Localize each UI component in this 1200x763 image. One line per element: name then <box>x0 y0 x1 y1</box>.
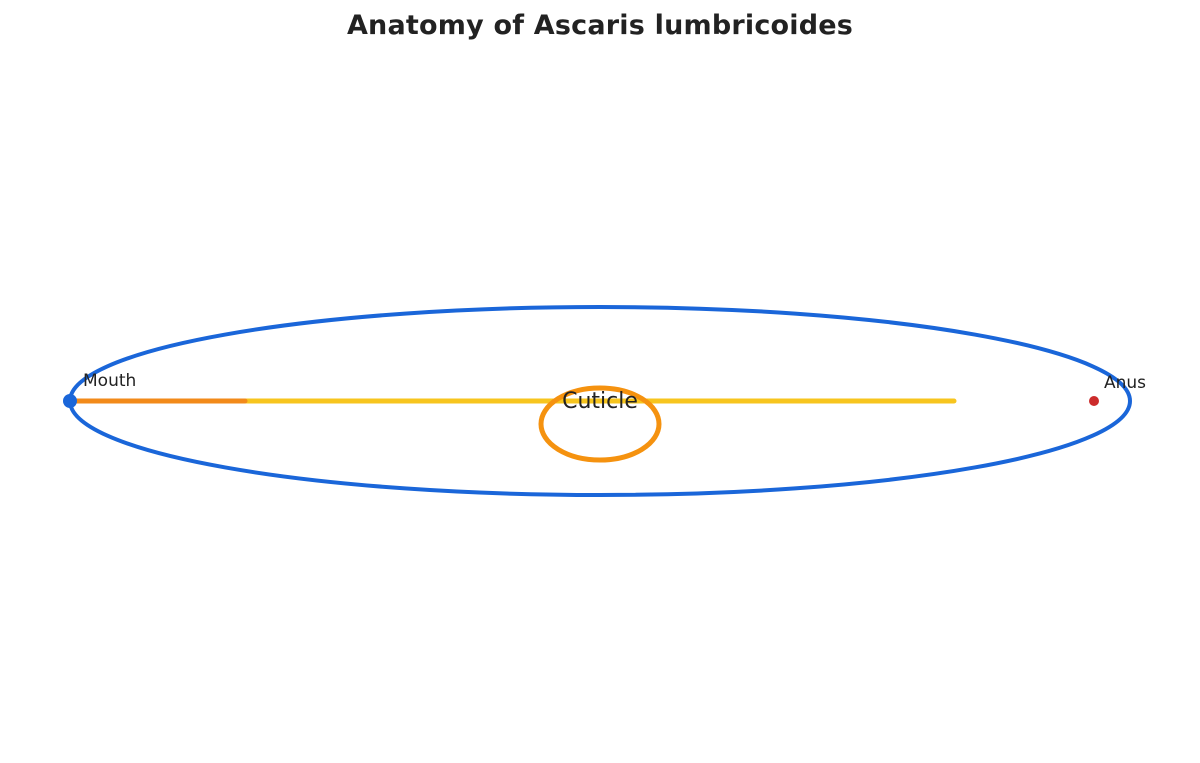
diagram-title: Anatomy of Ascaris lumbricoides <box>346 10 854 41</box>
anus-label: Anus <box>1104 373 1146 393</box>
mouth-label: Mouth <box>83 371 136 391</box>
cuticle-ring <box>538 385 662 463</box>
cuticle-label: Cuticle <box>562 389 638 414</box>
anus-marker <box>1089 396 1099 406</box>
mouth-marker <box>63 394 77 408</box>
